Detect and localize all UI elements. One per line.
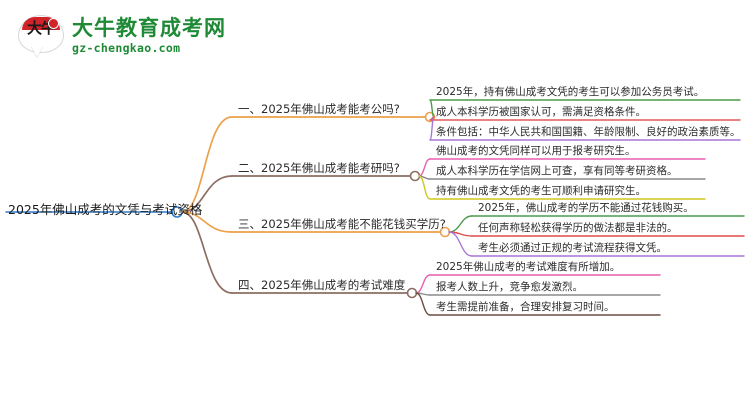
leaf-node-label-1-1[interactable]: 2025年，持有佛山成考文凭的考生可以参加公务员考试。 <box>436 86 705 98</box>
edge-path <box>418 175 431 180</box>
leaf-node-label-1-2[interactable]: 成人本科学历被国家认可，需满足资格条件。 <box>436 106 646 118</box>
logo-speech-bubble-icon: 大牛 <box>18 13 64 59</box>
leaf-node-label-4-1[interactable]: 2025年佛山成考的考试难度有所增加。 <box>436 261 621 273</box>
edge-path <box>415 292 431 316</box>
leaf-node-label-2-2[interactable]: 成人本科学历在学信网上可查，享有同等考研资格。 <box>436 165 678 177</box>
edge-path <box>181 116 233 213</box>
edge-path <box>418 158 431 177</box>
page-header: 大牛 大牛教育成考网 gz-chengkao.com <box>0 0 750 70</box>
leaf-node-label-3-3[interactable]: 考生必须通过正规的考试流程获得文凭。 <box>478 242 667 254</box>
branch-node-label-4[interactable]: 四、2025年佛山成考的考试难度 <box>238 278 406 292</box>
edge-path <box>415 292 431 296</box>
leaf-node-label-3-1[interactable]: 2025年，佛山成考的学历不能通过花钱购买。 <box>478 202 694 214</box>
edge-path <box>448 231 473 257</box>
leaf-node-label-2-3[interactable]: 持有佛山成考文凭的考生可顺利申请研究生。 <box>436 185 646 197</box>
edge-path <box>448 215 473 233</box>
bubble-tail-shape <box>31 46 43 57</box>
root-node-label[interactable]: 2025年佛山成考的文凭与考试资格 <box>8 202 203 217</box>
brand-domain: gz-chengkao.com <box>72 40 181 55</box>
edge-path <box>415 274 431 294</box>
leaf-node-label-4-2[interactable]: 报考人数上升，竞争愈发激烈。 <box>436 281 583 293</box>
branch-node-label-2[interactable]: 二、2025年佛山成考能考研吗? <box>238 161 400 175</box>
brand-title: 大牛教育成考网 <box>72 15 226 40</box>
logo-red-dot-icon <box>48 18 59 29</box>
logo-text-block: 大牛教育成考网 gz-chengkao.com <box>72 15 226 55</box>
branch-node-label-3[interactable]: 三、2025年佛山成考能不能花钱买学历? <box>238 217 446 231</box>
leaf-node-label-4-3[interactable]: 考生需提前准备，合理安排复习时间。 <box>436 301 615 313</box>
edge-path <box>181 211 233 294</box>
leaf-node-label-1-3[interactable]: 条件包括：中华人民共和国国籍、年龄限制、良好的政治素质等。 <box>436 126 741 138</box>
node-handle[interactable] <box>409 170 421 182</box>
leaf-node-label-3-2[interactable]: 任何声称轻松获得学历的做法都是非法的。 <box>478 222 678 234</box>
edge-path <box>448 231 473 237</box>
branch-node-label-1[interactable]: 一、2025年佛山成考能考公吗? <box>238 102 400 116</box>
site-logo[interactable]: 大牛 大牛教育成考网 gz-chengkao.com <box>18 10 248 62</box>
edge-path <box>418 175 431 200</box>
leaf-node-label-2-1[interactable]: 佛山成考的文凭同样可以用于报考研究生。 <box>436 145 636 157</box>
node-handle[interactable] <box>406 287 418 299</box>
